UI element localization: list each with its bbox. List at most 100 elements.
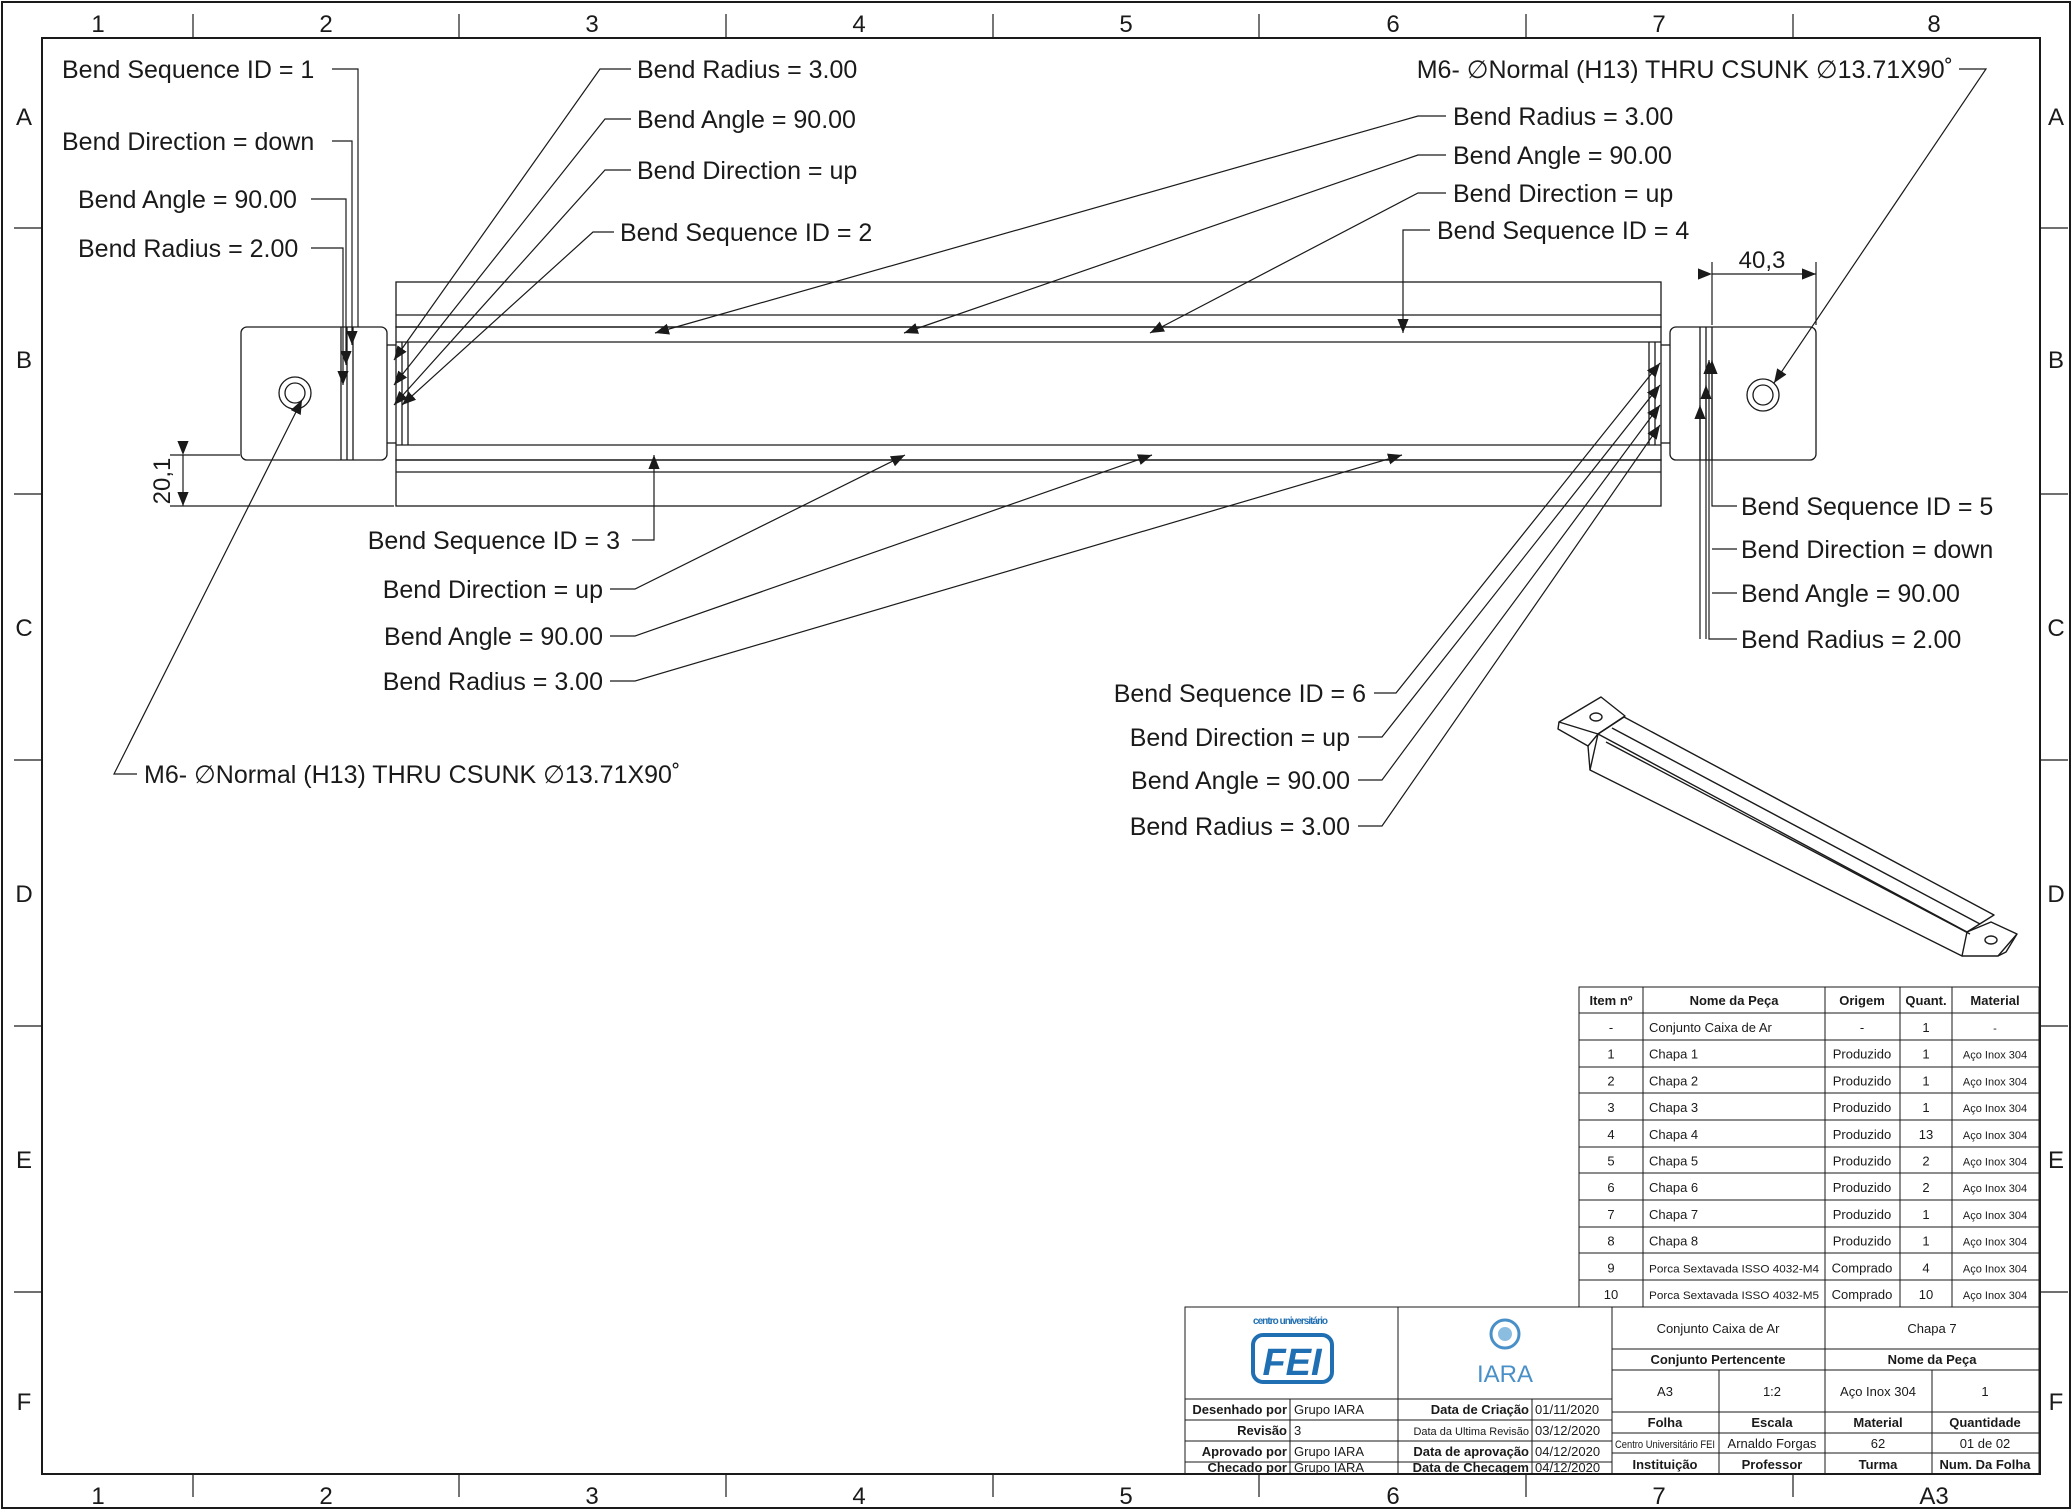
b2-dir-label: Bend Direction = up [637, 157, 857, 185]
bom-cell: Chapa 6 [1649, 1180, 1698, 1195]
bom-cell: 6 [1607, 1180, 1614, 1195]
zone-col-5: 5 [1119, 11, 1132, 38]
zone-col-7: 7 [1652, 11, 1665, 38]
zone-row-a-right: A [2048, 104, 2064, 131]
zone-bottom-col-4: 4 [852, 1483, 865, 1510]
fei-logo-subtitle: centro universitário [1253, 1316, 1328, 1327]
material-label: Material [1853, 1415, 1902, 1430]
bom-cell: - [1993, 1023, 1997, 1035]
dimensions [170, 262, 1817, 507]
class-value: 62 [1871, 1436, 1885, 1451]
zone-row-b: B [16, 347, 32, 374]
zone-col-1: 1 [91, 11, 104, 38]
bom-header-qty: Quant. [1905, 993, 1946, 1008]
b3-dir-label: Bend Direction = up [383, 576, 603, 604]
bom-cell: Produzido [1833, 1154, 1892, 1169]
b6-dir-label: Bend Direction = up [1130, 724, 1350, 752]
bom-cell: 1 [1922, 1020, 1929, 1035]
bom-cell: Aço Inox 304 [1963, 1050, 2027, 1062]
b1-seq-label: Bend Sequence ID = 1 [62, 56, 314, 84]
left-tab [240, 326, 388, 461]
b4-radius-label: Bend Radius = 3.00 [1453, 103, 1673, 131]
bom-cell: 1 [1922, 1073, 1929, 1088]
bom-cell: Comprado [1832, 1260, 1893, 1275]
checked-by-value: Grupo IARA [1294, 1460, 1364, 1475]
scale-label: Escala [1751, 1415, 1793, 1430]
bom-cell: Aço Inox 304 [1963, 1237, 2027, 1249]
b4-dir-label: Bend Direction = up [1453, 180, 1673, 208]
bom-cell: Aço Inox 304 [1963, 1076, 2027, 1088]
approved-by-label: Aprovado por [1202, 1444, 1287, 1459]
iara-logo: IARA [1477, 1318, 1533, 1388]
zone-bottom-col-7: 7 [1652, 1483, 1665, 1510]
sheet-size-label: Folha [1648, 1415, 1683, 1430]
approval-date-label: Data de aprovação [1413, 1444, 1529, 1459]
zone-bottom-col-6: 6 [1386, 1483, 1399, 1510]
bom-cell: 1 [1607, 1047, 1614, 1062]
checked-by-label: Checado por [1208, 1460, 1287, 1475]
bom-cell: Produzido [1833, 1127, 1892, 1142]
isometric-view [1557, 696, 2018, 957]
flat-pattern [240, 281, 1817, 507]
b2-angle-label: Bend Angle = 90.00 [637, 106, 856, 134]
revision-label: Revisão [1237, 1423, 1287, 1438]
drawn-by-label: Desenhado por [1192, 1402, 1287, 1417]
iara-logo-text: IARA [1477, 1361, 1533, 1388]
b3-angle-label: Bend Angle = 90.00 [384, 623, 603, 651]
check-date-value: 04/12/2020 [1535, 1460, 1600, 1475]
zone-labels: 1 2 3 4 5 6 7 8 1 2 3 4 5 6 7 A3 A B C D… [15, 11, 2064, 1510]
hole-right [1746, 378, 1780, 412]
zone-col-2: 2 [319, 11, 332, 38]
b1-dir-label: Bend Direction = down [62, 128, 314, 156]
quantity-value: 1 [1981, 1384, 1988, 1399]
bom-header-name: Nome da Peça [1690, 993, 1780, 1008]
bom-cell: Aço Inox 304 [1963, 1263, 2027, 1275]
b3-radius-label: Bend Radius = 3.00 [383, 668, 603, 696]
hole-right-label: M6- ∅Normal (H13) THRU CSUNK ∅13.71X90˚ [1417, 56, 1953, 84]
b6-seq-label: Bend Sequence ID = 6 [1114, 680, 1366, 708]
last-rev-label: Data da Ultima Revisão [1413, 1426, 1529, 1438]
part-name-label: Nome da Peça [1888, 1352, 1978, 1367]
bom-cell: Conjunto Caixa de Ar [1649, 1020, 1773, 1035]
b6-angle-label: Bend Angle = 90.00 [1131, 767, 1350, 795]
hole-left-label: M6- ∅Normal (H13) THRU CSUNK ∅13.71X90˚ [144, 761, 680, 789]
annotations: Bend Sequence ID = 1 Bend Direction = do… [62, 56, 1993, 841]
assembly-value: Conjunto Caixa de Ar [1657, 1321, 1781, 1336]
b3-seq-label: Bend Sequence ID = 3 [368, 527, 620, 555]
bom-cell: 10 [1919, 1287, 1933, 1302]
bom-cell: Comprado [1832, 1287, 1893, 1302]
bom-cell: 10 [1604, 1287, 1618, 1302]
bom-cell: Produzido [1833, 1234, 1892, 1249]
b2-seq-label: Bend Sequence ID = 2 [620, 219, 872, 247]
bom-cell: 9 [1607, 1260, 1614, 1275]
zone-col-8: 8 [1927, 11, 1940, 38]
zone-bottom-col-8: A3 [1919, 1483, 1948, 1510]
b5-dir-label: Bend Direction = down [1741, 536, 1993, 564]
check-date-label: Data de Checagem [1413, 1460, 1529, 1475]
b6-radius-label: Bend Radius = 3.00 [1130, 813, 1350, 841]
bom-cell: Aço Inox 304 [1963, 1183, 2027, 1195]
leader-lines [113, 68, 1988, 827]
bom-cell: Chapa 1 [1649, 1047, 1698, 1062]
created-label: Data de Criação [1431, 1402, 1529, 1417]
bom-cell: Produzido [1833, 1047, 1892, 1062]
bom-cell: Chapa 5 [1649, 1154, 1698, 1169]
fei-logo-text: FEI [1262, 1342, 1323, 1384]
institution-value: Centro Universitário FEI [1615, 1439, 1715, 1451]
bom-cell: Produzido [1833, 1180, 1892, 1195]
bom-cell: 1 [1922, 1207, 1929, 1222]
b1-radius-label: Bend Radius = 2.00 [78, 235, 298, 263]
sheet-num-value: 01 de 02 [1960, 1436, 2011, 1451]
zone-row-e-right: E [2048, 1147, 2064, 1174]
bom-cell: Chapa 7 [1649, 1207, 1698, 1222]
zone-row-f: F [17, 1389, 32, 1416]
zone-row-d-right: D [2047, 881, 2064, 908]
professor-label: Professor [1742, 1457, 1803, 1472]
top-flange [395, 281, 1662, 328]
fei-logo: centro universitário FEI [1251, 1316, 1334, 1384]
bom-cell: 2 [1922, 1154, 1929, 1169]
quantity-label: Quantidade [1949, 1415, 2021, 1430]
bom-cell: 1 [1922, 1234, 1929, 1249]
